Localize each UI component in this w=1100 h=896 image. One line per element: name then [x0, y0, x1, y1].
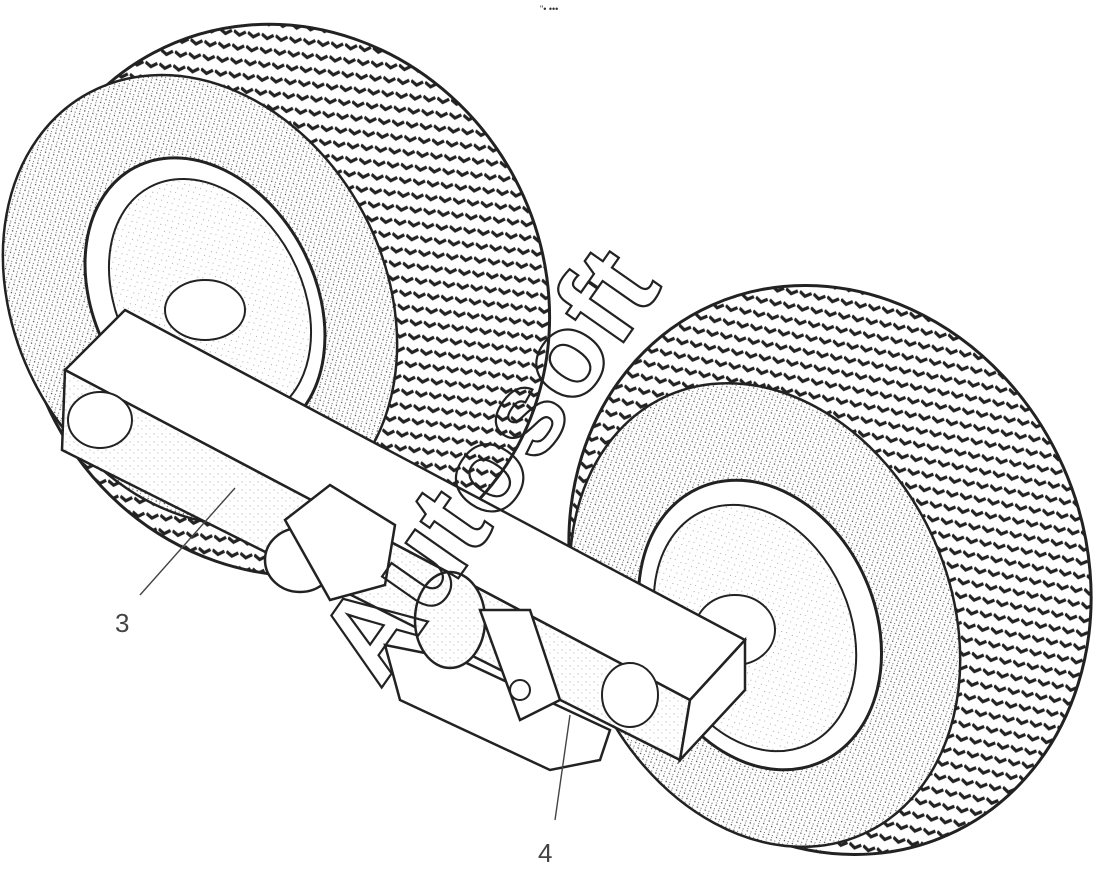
top-mark: "• •••	[540, 4, 558, 14]
left-wheel-hub	[164, 279, 246, 341]
callout-3-label: 3	[115, 608, 129, 638]
brake-actuator-assembly	[383, 570, 612, 772]
axle-beam-right-bore	[601, 662, 659, 728]
callout-3-leader	[139, 487, 236, 596]
callout-4-label: 4	[538, 838, 552, 868]
lever-pin	[509, 679, 531, 701]
slack-adjuster-lever	[478, 608, 562, 722]
callout-4-leader	[554, 714, 571, 821]
axle-beam-left-bore	[67, 391, 133, 449]
pivot-boss-flange	[283, 483, 397, 602]
pivot-boss	[263, 483, 397, 602]
axle-beam-end-face	[678, 636, 747, 764]
